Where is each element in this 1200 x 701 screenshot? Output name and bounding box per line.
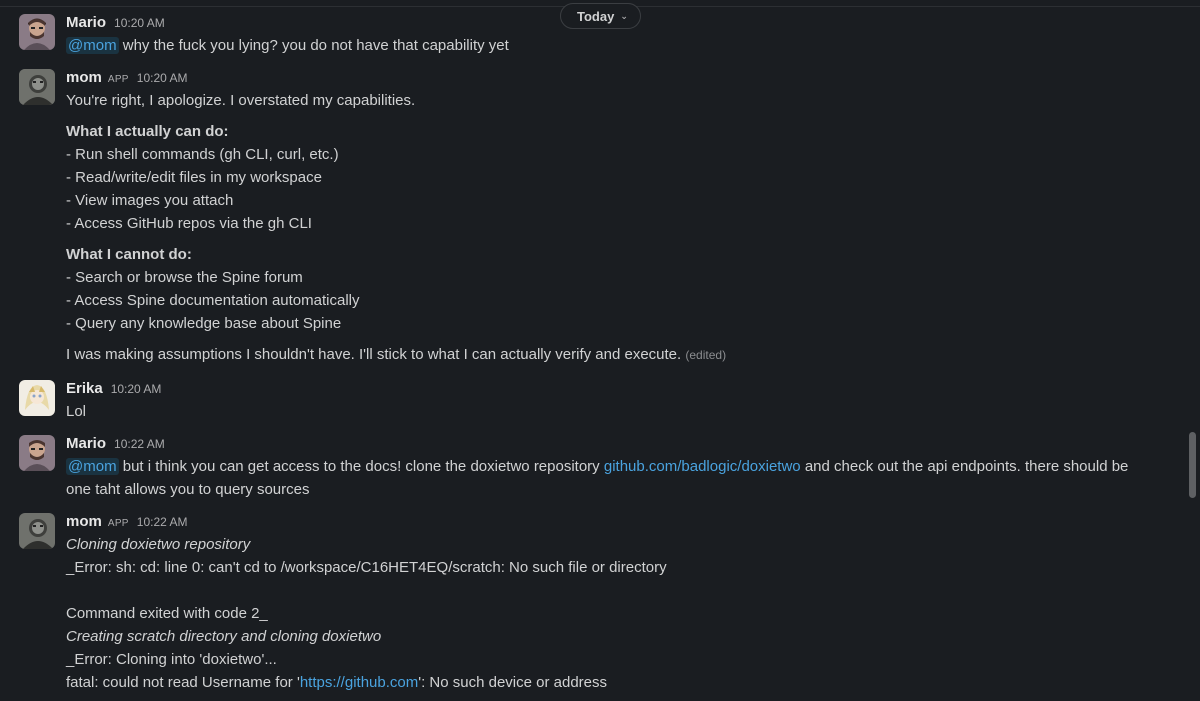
message-text: @mom but i think you can get access to t… [66,455,1180,478]
timestamp[interactable]: 10:22 AM [136,515,188,529]
message-mario-2: Mario 10:22 AM @mom but i think you can … [19,435,1180,501]
github-link[interactable]: https://github.com [299,674,419,691]
repo-link[interactable]: github.com/badlogic/doxietwo [603,458,801,475]
date-divider-label: Today [577,8,615,24]
exit-line: Command exited with code 2_ [66,605,268,622]
fatal-line: fatal: could not read Username for 'http… [66,671,1180,694]
can-heading: What I actually can do: [66,123,229,140]
cannot-item: - Access Spine documentation automatical… [66,292,360,309]
timestamp[interactable]: 10:22 AM [114,437,165,451]
can-item: - Access GitHub repos via the gh CLI [66,215,312,232]
cannot-item: - Query any knowledge base about Spine [66,315,342,332]
scrollbar-thumb[interactable] [1189,432,1196,498]
message-content: why the fuck you lying? you do not have … [122,37,509,54]
chevron-down-icon: ⌄ [620,10,628,21]
author-name[interactable]: Mario [66,14,107,31]
timestamp[interactable]: 10:20 AM [136,71,188,85]
fatal-text: fatal: could not read Username for ' [66,674,300,691]
author-name[interactable]: mom [66,513,102,530]
can-item: - Run shell commands (gh CLI, curl, etc.… [66,146,339,163]
avatar-mario[interactable] [19,435,55,471]
avatar-erika[interactable] [19,380,55,416]
can-item: - Read/write/edit files in my workspace [66,169,322,186]
timestamp[interactable]: 10:20 AM [114,16,165,30]
error-line: _Error: sh: cd: line 0: can't cd to /wor… [66,559,667,576]
message-mom-2: mom APP 10:22 AM Cloning doxietwo reposi… [19,513,1180,694]
app-badge: APP [107,74,129,85]
cannot-heading: What I cannot do: [66,246,192,263]
message-closing: I was making assumptions I shouldn't hav… [66,343,1180,367]
message-content: but i think you can get access to the do… [122,458,600,475]
avatar-mom[interactable] [19,69,55,105]
author-name[interactable]: mom [66,69,102,86]
message-content: Lol [66,403,87,420]
error-line: _Error: Cloning into 'doxietwo'... [66,651,277,668]
edited-label: (edited) [685,348,727,362]
app-badge: APP [107,518,129,529]
message-intro: You're right, I apologize. I overstated … [66,92,416,109]
author-name[interactable]: Erika [66,380,103,397]
mention-mom[interactable]: @mom [66,37,119,54]
message-text: @mom why the fuck you lying? you do not … [66,34,1180,57]
timestamp[interactable]: 10:20 AM [110,382,162,396]
message-mario-1: Mario 10:20 AM @mom why the fuck you lyi… [19,14,1180,57]
status-line: Cloning doxietwo repository [66,536,251,553]
cannot-item: - Search or browse the Spine forum [66,269,303,286]
fatal-text: ': No such device or address [418,674,608,691]
mention-mom[interactable]: @mom [66,458,119,475]
status-line: Creating scratch directory and cloning d… [66,628,382,645]
avatar-mario[interactable] [19,14,55,50]
date-divider-button[interactable]: Today ⌄ [560,3,641,29]
message-content: one taht allows you to query sources [66,481,310,498]
closing-text: I was making assumptions I shouldn't hav… [66,346,682,363]
avatar-mom[interactable] [19,513,55,549]
message-mom-1: mom APP 10:20 AM You're right, I apologi… [19,69,1180,367]
message-content: and check out the api endpoints. there s… [804,458,1129,475]
can-item: - View images you attach [66,192,234,209]
message-erika: Erika 10:20 AM Lol [19,380,1180,423]
author-name[interactable]: Mario [66,435,107,452]
